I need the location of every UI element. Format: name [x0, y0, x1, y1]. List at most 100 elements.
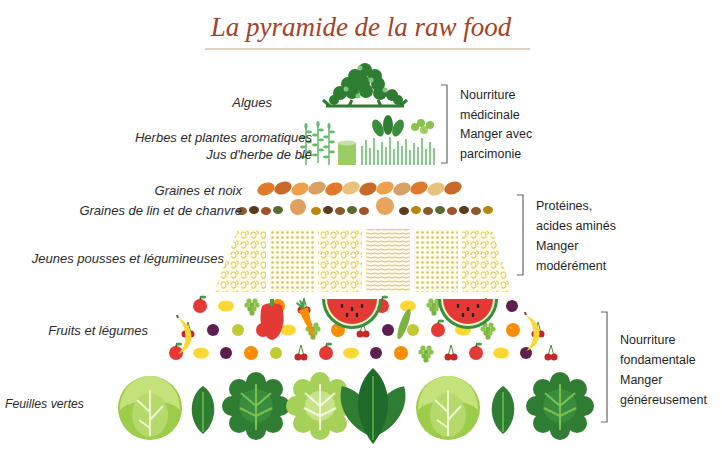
- fruits-icon-part: [545, 345, 558, 361]
- seeds-icon-part: [272, 179, 293, 196]
- seeds-icon-part: [423, 207, 433, 215]
- tier-label: Graines de lin et de chanvre: [79, 202, 242, 220]
- seaweed-icon-part: [369, 78, 374, 83]
- fruits-icon-part: [218, 301, 234, 312]
- fruits-icon-part-part: [270, 299, 274, 306]
- tier-note: Manger modérément: [536, 237, 628, 276]
- fruits-icon-part: [525, 312, 540, 351]
- seeds-icon-part: [357, 180, 378, 197]
- tier-label: Fruits et légumes: [48, 322, 148, 340]
- seeds-icon-part: [323, 206, 333, 214]
- bracket-part: [441, 85, 447, 163]
- herbs-icon-part: [338, 141, 356, 146]
- fruits-icon-part: [220, 347, 232, 359]
- bracket: [441, 85, 607, 422]
- fruits-icon-part: [445, 345, 458, 361]
- fruits-icon-part-part: [296, 299, 307, 310]
- greens-icon-part: [492, 386, 515, 434]
- seeds-icon-part: [311, 207, 321, 215]
- fruits-icon-part: [270, 347, 282, 359]
- sprouts-icon-part: [462, 229, 516, 293]
- tier-note: Nourriture médicinale: [460, 86, 548, 125]
- fruits-icon-part: [260, 299, 283, 340]
- fruits-icon-part: [431, 320, 445, 338]
- seeds-icon-part: [442, 179, 463, 196]
- seeds-icon-part: [273, 206, 283, 214]
- seaweed-icon-part: [358, 66, 363, 71]
- greens-icon-part: [118, 376, 182, 440]
- fruits-icon-part: [506, 300, 518, 312]
- tier-note: Manger généreusement: [620, 371, 718, 410]
- page-title: La pyramide de la raw food: [0, 10, 722, 44]
- tier-label: Graines et noix: [155, 182, 242, 200]
- herbs-icon-part: [323, 123, 335, 165]
- tier-label: Feuilles vertes: [5, 395, 84, 413]
- fruits-icon-part: [343, 348, 359, 359]
- fruits-icon-part: [319, 343, 333, 361]
- fruits-icon-part: [322, 299, 382, 329]
- tier-note: Manger avec parcimonie: [460, 125, 548, 164]
- fruits-icon-part: [193, 348, 209, 359]
- seeds-icon-part: [399, 207, 409, 215]
- greens-icon-part: [332, 368, 415, 444]
- fruits-icon-part: [493, 348, 509, 359]
- greens-icon-part: [416, 376, 480, 440]
- seeds-icon-part: [411, 206, 421, 214]
- seeds-icon-part: [408, 179, 429, 196]
- fruits-icon-part: [295, 299, 319, 343]
- seeds-icon-part: [340, 179, 361, 196]
- herbs-icon-part: [417, 119, 425, 127]
- herbs-icon-part: [426, 121, 434, 129]
- seaweed-icon-part: [344, 87, 349, 92]
- seeds-icon-part: [335, 207, 345, 215]
- seaweed-icon: [323, 63, 407, 106]
- seeds-icon-part: [435, 206, 445, 214]
- greens-icon-part: [192, 386, 215, 434]
- greens-icon-part-part: [358, 368, 388, 444]
- fruits-icon-part: [506, 323, 520, 337]
- seeds-icon-part: [391, 180, 412, 197]
- seeds-icon-part: [374, 179, 395, 196]
- bracket-part: [601, 312, 607, 422]
- sprouts-icon: [210, 229, 516, 293]
- sprouts-icon-part: [366, 229, 410, 293]
- herbs-icon-part: [338, 143, 356, 165]
- herbs-icon-part: [312, 121, 324, 163]
- title-rule: [205, 49, 530, 50]
- seeds-icon-part: [306, 179, 327, 196]
- seeds-icon-part: [447, 207, 457, 215]
- fruits-icon-part: [418, 345, 433, 362]
- seeds-icon-part: [471, 207, 481, 215]
- seaweed-icon-part: [329, 95, 339, 105]
- fruits-icon-part: [469, 343, 483, 361]
- greens-icon: [118, 368, 594, 444]
- tier-note: Nourriture fondamentale: [620, 331, 718, 370]
- seeds-icon-part: [347, 206, 357, 214]
- herbs-icon-part: [383, 115, 393, 135]
- sprouts-icon-part: [414, 229, 458, 293]
- greens-icon-part: [526, 372, 594, 440]
- greens-icon-part-part: [372, 376, 374, 440]
- fruits-icon-part: [193, 296, 207, 314]
- greens-icon-part: [222, 372, 290, 440]
- herbs-icon-part: [390, 118, 407, 139]
- tier-label: Herbes et plantes aromatiques: [135, 129, 312, 147]
- seeds-icon-part: [261, 207, 271, 215]
- fruits-icon-part: [394, 346, 408, 360]
- seeds-icon-part: [255, 180, 276, 197]
- seaweed-icon-part: [383, 88, 388, 93]
- fruits-icon-part-part: [260, 303, 283, 340]
- tier-label: Jeunes pousses et légumineuses: [32, 250, 224, 268]
- fruits-icon-part: [244, 298, 259, 315]
- fruits-icon-part: [370, 347, 382, 359]
- seaweed-icon-part: [356, 94, 361, 99]
- fruits-icon-part: [177, 315, 192, 354]
- fruits-icon-part: [244, 346, 258, 360]
- herbs-icon-part: [362, 137, 434, 165]
- fruits-icon: [169, 296, 558, 363]
- seaweed-icon-part: [359, 84, 373, 98]
- seeds-icon: [237, 179, 493, 215]
- tier-note: Protéines, acides aminés: [536, 197, 628, 236]
- tier-label: Algues: [232, 94, 272, 112]
- seaweed-icon-part: [373, 86, 387, 100]
